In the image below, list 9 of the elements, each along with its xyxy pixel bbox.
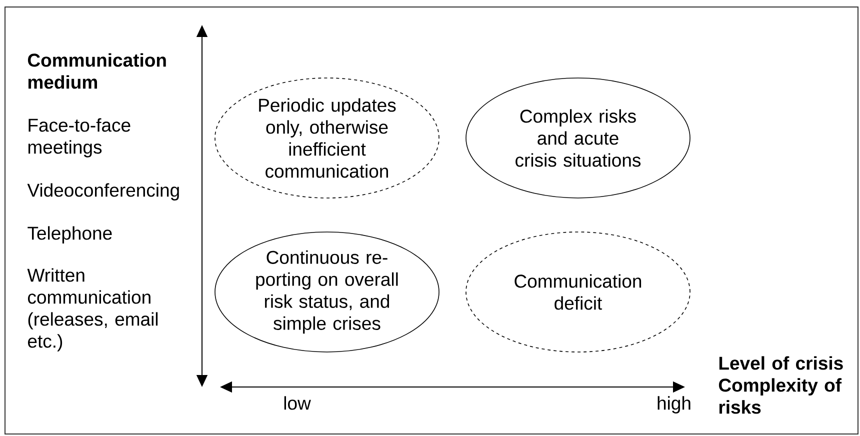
tick-label: low xyxy=(284,396,311,410)
axis-label: Complexity of risks xyxy=(718,378,842,414)
axis-label: Videoconferencing xyxy=(27,183,179,200)
axis-label: Written communication (releases, email etc.) xyxy=(27,268,158,352)
axis-label: Communication medium xyxy=(28,53,166,89)
axis-label: Telephone xyxy=(28,226,112,244)
axis-label: Face-to-face meetings xyxy=(28,118,130,158)
axis-label: Level of crisis xyxy=(719,356,843,370)
tick-label: high xyxy=(658,396,690,414)
